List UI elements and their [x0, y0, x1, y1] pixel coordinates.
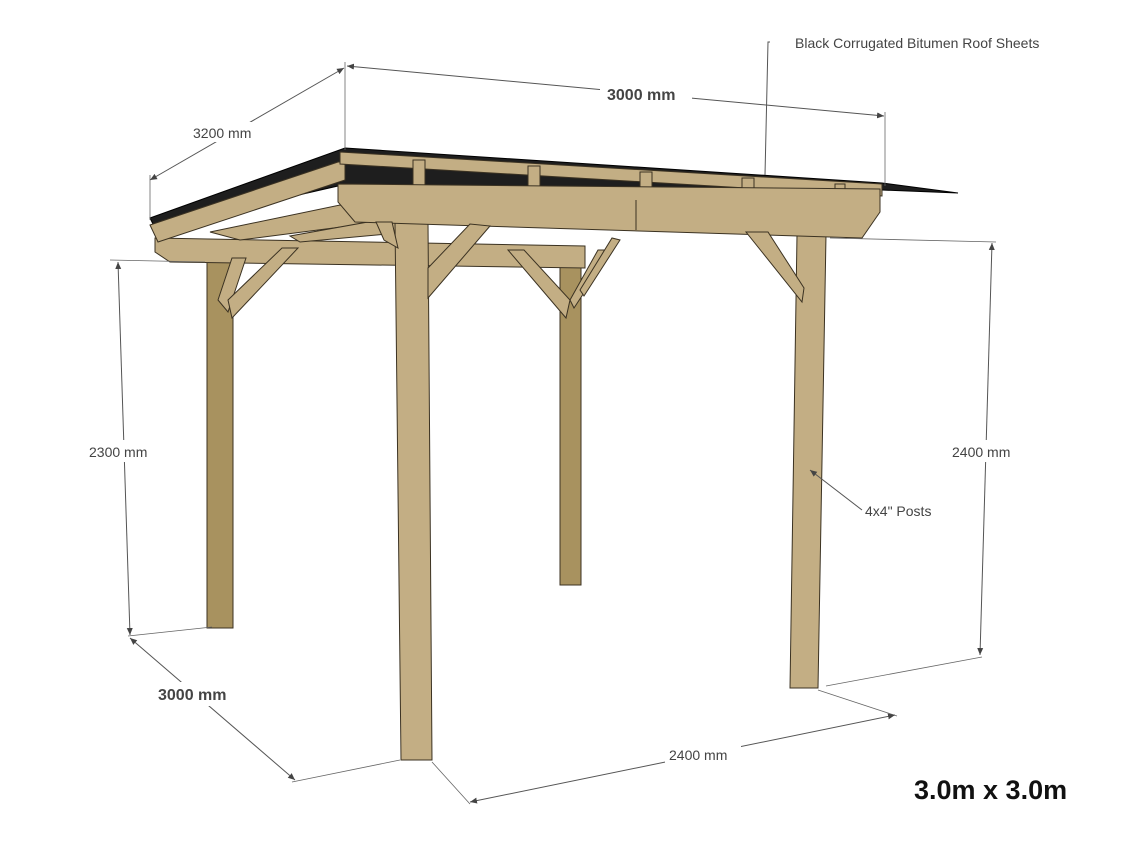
roof [149, 147, 959, 243]
depth-bottom-label: 3000 mm [158, 687, 227, 704]
back-structure [154, 237, 613, 629]
depth-top-label: 3200 mm [193, 125, 251, 141]
back-left-post [206, 254, 234, 629]
front-structure [337, 183, 881, 761]
size-title: 3.0m x 3.0m [914, 775, 1067, 805]
front-right-brace [744, 231, 805, 304]
posts-callout-label: 4x4" Posts [865, 503, 931, 519]
brace [579, 237, 621, 297]
post-spacing-label: 2400 mm [669, 747, 727, 763]
front-right-post [789, 234, 827, 689]
roof-callout-label: Black Corrugated Bitumen Roof Sheets [795, 35, 1039, 51]
back-height-label: 2300 mm [89, 444, 147, 460]
front-left-brace [427, 223, 492, 300]
back-beam [154, 237, 586, 269]
front-left-post [394, 221, 433, 761]
brace [375, 221, 399, 250]
front-height-label: 2400 mm [952, 444, 1010, 460]
brace [227, 247, 300, 320]
width-top-label: 3000 mm [607, 87, 676, 104]
brace [217, 257, 247, 314]
